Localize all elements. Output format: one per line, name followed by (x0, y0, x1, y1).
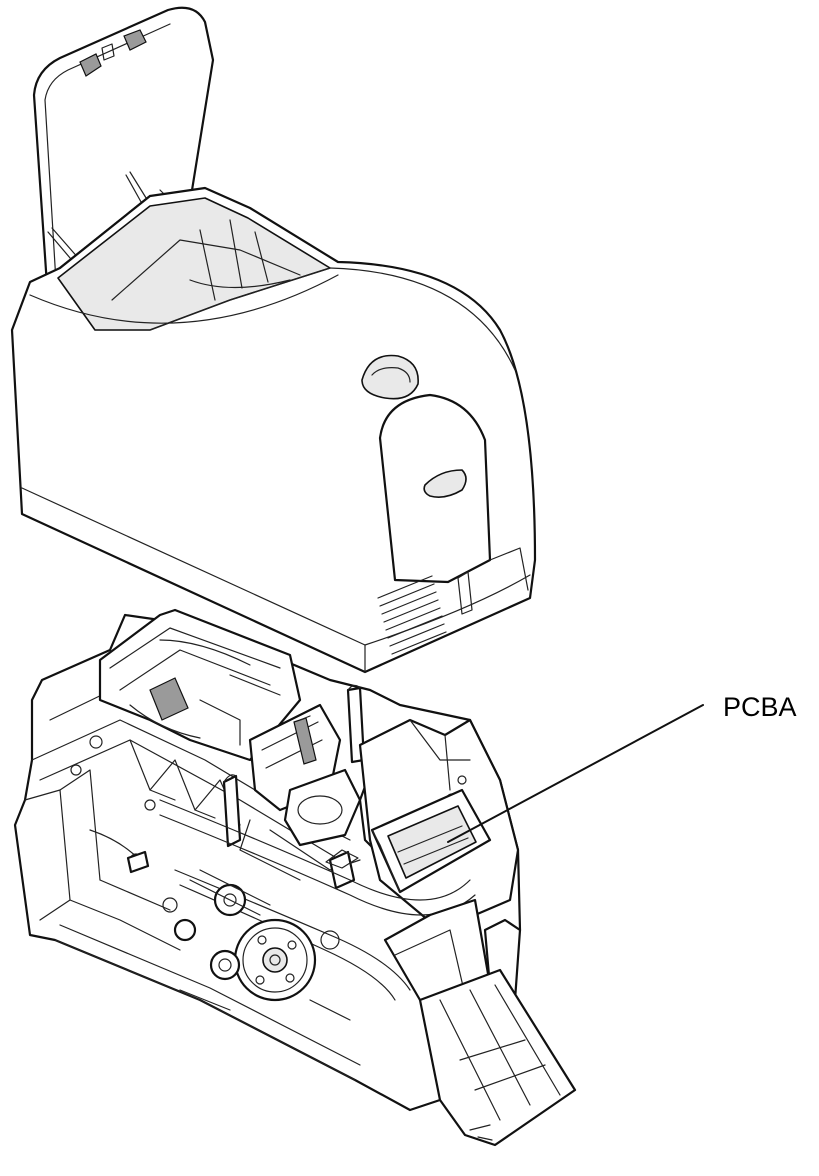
printhead-area (239, 703, 362, 881)
cover-vents (377, 575, 447, 655)
cover-shell (10, 186, 537, 674)
callout-pcba: PCBA (447, 692, 797, 843)
output-hopper (418, 968, 577, 1147)
gear-train (162, 869, 351, 1021)
pcba-board (370, 788, 492, 894)
right-housing (325, 718, 520, 932)
base-chassis (13, 608, 577, 1147)
callout-label-pcba: PCBA (723, 692, 797, 722)
leader-line (447, 704, 704, 843)
top-cover-assembly (10, 6, 537, 674)
